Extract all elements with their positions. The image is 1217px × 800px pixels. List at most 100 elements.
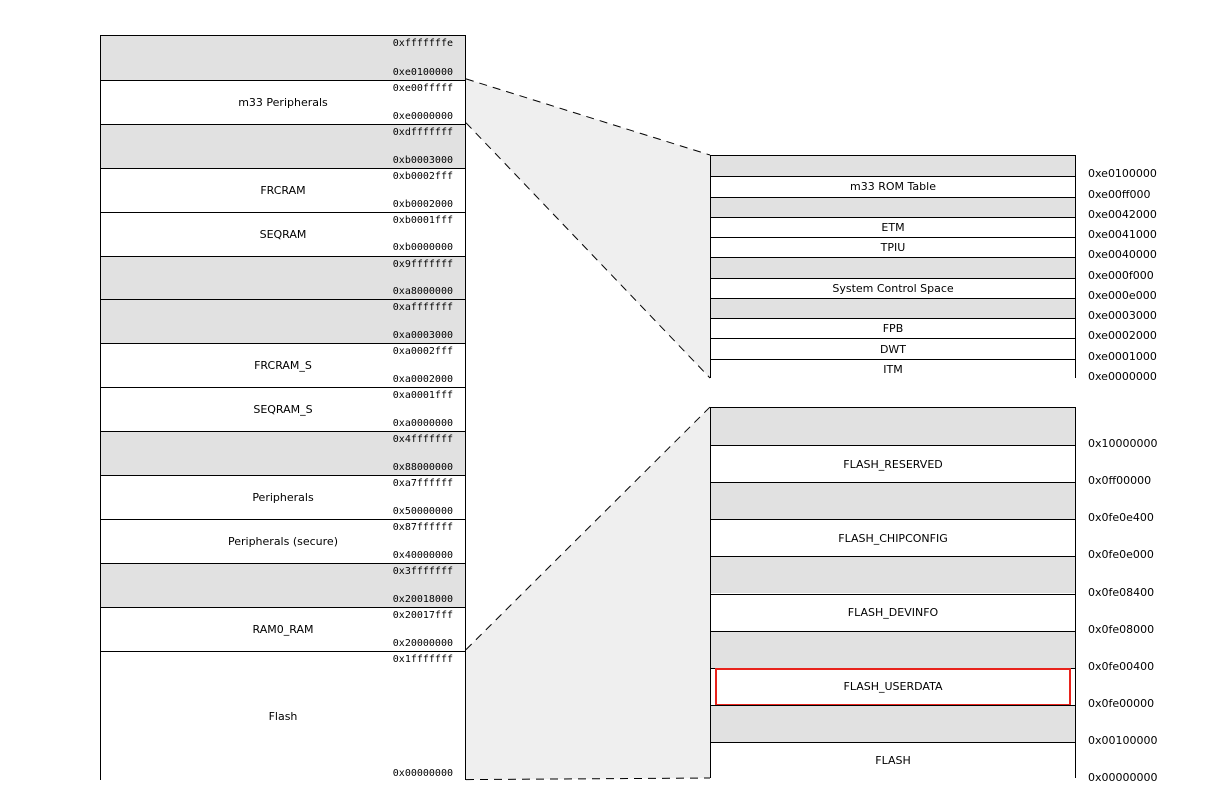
region-flash-chipconfig: FLASH_CHIPCONFIG (711, 519, 1075, 557)
reserved-region: 0xdfffffff 0xb0003000 (101, 123, 465, 168)
m33-zoom-bottom-line (465, 122, 711, 379)
reserved-region (711, 297, 1075, 319)
region-label: SEQRAM (259, 227, 307, 241)
flash-memory-map: FLASH_RESERVED FLASH_CHIPCONFIG FLASH_DEVI… (710, 407, 1076, 779)
region-label: DWT (879, 342, 907, 356)
region-label: FLASH_DEVINFO (847, 606, 939, 620)
reserved-region (711, 257, 1075, 278)
region-top-address: 0x9fffffff (392, 258, 453, 270)
boundary-address: 0xe0042000 (1088, 207, 1157, 221)
boundary-address: 0xe000e000 (1088, 288, 1157, 302)
region-top-address: 0xb0001fff (392, 214, 453, 226)
region-label: FRCRAM_S (254, 359, 312, 373)
region-flash-devinfo: FLASH_DEVINFO (711, 593, 1075, 631)
region-top-address: 0xb0002fff (392, 170, 453, 182)
region-top-address: 0xe00fffff (392, 82, 453, 94)
boundary-address: 0xe0100000 (1088, 167, 1157, 181)
main-memory-map: 0xfffffffe 0xe0100000 0xe00fffff 0xe0000000… (100, 35, 466, 781)
region-flash: FLASH (711, 741, 1075, 779)
region-bottom-address: 0x88000000 (392, 461, 453, 473)
region-top-address: 0xafffffff (392, 302, 453, 314)
region-label: FLASH_USERDATA (843, 680, 943, 694)
region-label: RAM0_RAM (252, 622, 314, 636)
region-label: SEQRAM_S (253, 403, 313, 417)
region-label: Peripherals (252, 490, 314, 504)
region-flash-reserved: FLASH_RESERVED (711, 445, 1075, 483)
boundary-address: 0x0fe08000 (1088, 622, 1155, 636)
region-bottom-address: 0xe0000000 (392, 110, 453, 122)
boundary-address: 0xe0041000 (1088, 228, 1157, 242)
region-top-address: 0x87ffffff (392, 521, 453, 533)
region-bottom-address: 0x00000000 (392, 767, 453, 779)
region-bottom-address: 0x50000000 (392, 505, 453, 517)
region-bottom-address: 0xb0003000 (392, 154, 453, 166)
m33-zoom-area (466, 78, 710, 379)
boundary-address: 0x0fe0e400 (1088, 511, 1154, 525)
region-label: TPIU (880, 241, 906, 255)
region-top-address: 0x4fffffff (392, 434, 453, 446)
reserved-region (711, 196, 1075, 217)
region-flash-userdata: FLASH_USERDATA (711, 667, 1075, 706)
region-top-address: 0xdfffffff (392, 126, 453, 138)
region-bottom-address: 0xe0100000 (392, 66, 453, 78)
reserved-region: 0x4fffffff 0x88000000 (101, 431, 465, 475)
region-label: ITM (883, 362, 903, 376)
reserved-region: 0xfffffffe 0xe0100000 (101, 36, 465, 80)
region-label: m33 ROM Table (850, 180, 936, 194)
m33-zoom-top-line (465, 78, 711, 156)
region-peripherals: 0xa7ffffff 0x50000000 Peripherals (101, 475, 465, 519)
region-itm: ITM (711, 358, 1075, 379)
region-flash: 0x1fffffff 0x00000000 Flash (101, 650, 465, 781)
boundary-address: 0x0fe00000 (1088, 696, 1155, 710)
region-label: Peripherals (secure) (227, 534, 338, 548)
region-label: FLASH_RESERVED (843, 457, 943, 471)
boundary-address: 0x0ff00000 (1088, 474, 1152, 488)
region-tpiu: TPIU (711, 237, 1075, 258)
region-label: System Control Space (832, 281, 954, 295)
region-fpb: FPB (711, 318, 1075, 339)
region-m33-peripherals: 0xe00fffff 0xe0000000 m33 Peripherals (101, 79, 465, 124)
reserved-region (711, 556, 1075, 594)
boundary-address: 0x10000000 (1088, 437, 1158, 451)
region-seqram-s: 0xa0001fff 0xa0000000 SEQRAM_S (101, 387, 465, 432)
boundary-address: 0x00000000 (1088, 771, 1158, 784)
reserved-region (711, 408, 1075, 446)
boundary-address: 0xe0000000 (1088, 370, 1157, 383)
boundary-address: 0x0fe0e000 (1088, 548, 1154, 562)
region-top-address: 0xa7ffffff (392, 478, 453, 489)
boundary-address: 0xe0003000 (1088, 309, 1157, 323)
region-bottom-address: 0xa0000000 (392, 418, 453, 430)
region-label: FPB (882, 322, 904, 336)
reserved-region (711, 630, 1075, 668)
region-top-address: 0xfffffffe (392, 38, 453, 49)
boundary-address: 0x0fe00400 (1088, 659, 1155, 673)
region-label: ETM (881, 220, 905, 234)
boundary-address: 0x0fe08400 (1088, 585, 1155, 599)
reserved-region (711, 156, 1075, 177)
region-label: m33 Peripherals (238, 95, 328, 109)
flash-zoom-bottom-line (465, 777, 711, 781)
highlight-frame (715, 667, 1071, 706)
region-top-address: 0xa0002fff (392, 346, 453, 358)
region-top-address: 0xa0001fff (392, 390, 453, 402)
flash-zoom-top-line (465, 406, 711, 650)
region-top-address: 0x1fffffff (392, 653, 453, 665)
region-label: Flash (268, 709, 298, 723)
boundary-address: 0xe00ff000 (1088, 187, 1151, 201)
region-system-control-space: System Control Space (711, 277, 1075, 298)
region-label: FLASH (875, 754, 911, 768)
region-bottom-address: 0xa8000000 (392, 286, 453, 298)
region-label: FLASH_CHIPCONFIG (838, 531, 948, 545)
region-bottom-address: 0x20018000 (392, 593, 453, 605)
region-top-address: 0x20017fff (392, 609, 453, 621)
boundary-address: 0xe0002000 (1088, 329, 1157, 343)
